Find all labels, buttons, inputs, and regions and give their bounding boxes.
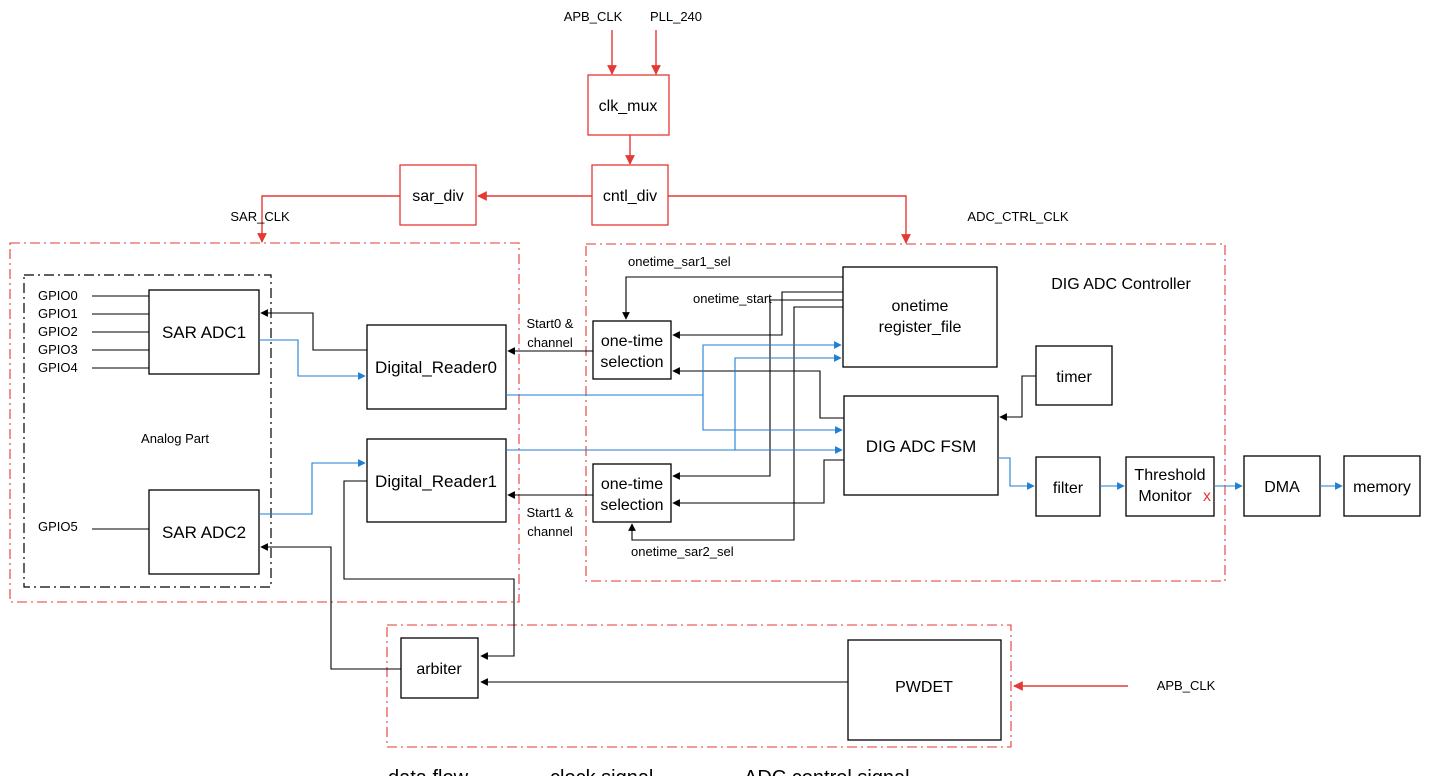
- gpio3-label: GPIO3: [38, 342, 78, 357]
- sar2-sel-wire: [628, 306, 843, 541]
- register-file-line2: register_file: [879, 319, 962, 336]
- adc1-data-to-reader0: [259, 339, 366, 380]
- reader1-data-to-regfile: [506, 354, 842, 451]
- controller-region-frame: [585, 243, 1226, 582]
- sar-adc1-label: SAR ADC1: [162, 323, 246, 342]
- legend-data-flow: data flow: [388, 767, 469, 776]
- digital-reader1-box: [366, 438, 507, 523]
- sar-adc2-label: SAR ADC2: [162, 523, 246, 542]
- analog-part-frame: [23, 274, 272, 588]
- sar-div-box: [399, 164, 477, 226]
- analog-region-frame: [9, 242, 520, 603]
- start1-line2: channel: [527, 524, 573, 539]
- onetime-sel1-box: [592, 320, 672, 380]
- register-file-line1: onetime: [892, 298, 949, 315]
- arbiter-label: arbiter: [416, 661, 462, 678]
- memory-box: [1343, 455, 1421, 517]
- gpio2-label: GPIO2: [38, 324, 78, 339]
- sar-clk-label: SAR_CLK: [230, 209, 290, 224]
- gpio1-label: GPIO1: [38, 306, 78, 321]
- controller-title: DIG ADC Controller: [1051, 276, 1191, 293]
- onetime-sel1-line1: one-time: [601, 333, 663, 350]
- clk-mux-label: clk_mux: [599, 98, 658, 115]
- threshold-line2: Monitor: [1138, 488, 1192, 505]
- threshold-line1: Threshold: [1134, 467, 1205, 484]
- arbiter-box: [400, 637, 479, 699]
- sar1-sel-label: onetime_sar1_sel: [628, 254, 731, 269]
- sar-adc1-box: [148, 289, 260, 375]
- onetime-sel2-line1: one-time: [601, 476, 663, 493]
- filter-label: filter: [1053, 480, 1084, 497]
- reader0-data-to-fsm: [506, 341, 842, 396]
- cntl-div-box: [591, 164, 669, 226]
- sar-adc2-box: [148, 489, 260, 575]
- legend-clock-signal: clock signal: [550, 767, 653, 776]
- cntl-div-label: cntl_div: [603, 188, 657, 205]
- digital-reader1-label: Digital_Reader1: [375, 472, 497, 491]
- filter-box: [1035, 456, 1101, 517]
- apb-clk-top-label: APB_CLK: [564, 9, 623, 24]
- gpio4-label: GPIO4: [38, 360, 78, 375]
- start-to-sel1: [672, 291, 843, 339]
- analog-part-label: Analog Part: [141, 431, 209, 446]
- dma-label: DMA: [1264, 479, 1300, 496]
- gpio0-label: GPIO0: [38, 288, 78, 303]
- onetime-sel2-line2: selection: [600, 497, 663, 514]
- reader0-ctrl-to-adc1: [260, 309, 367, 351]
- dig-adc-fsm-label: DIG ADC FSM: [866, 437, 977, 456]
- sar-clk-wire: [257, 195, 400, 243]
- sar-div-label: sar_div: [412, 188, 464, 205]
- dma-box: [1243, 455, 1321, 517]
- bottom-region-frame: [386, 624, 1012, 748]
- threshold-x-mark: x: [1203, 488, 1211, 505]
- onetime-sel1-line2: selection: [600, 354, 663, 371]
- pwdet-label: PWDET: [895, 679, 953, 696]
- start0-line2: channel: [527, 335, 573, 350]
- gpio5-label: GPIO5: [38, 519, 78, 534]
- pwdet-box: [847, 639, 1002, 741]
- start0-line1: Start0 &: [527, 316, 574, 331]
- timer-to-fsm: [999, 375, 1036, 421]
- timer-box: [1035, 345, 1113, 406]
- start1-line1: Start1 &: [527, 505, 574, 520]
- sar1-sel-wire: [622, 276, 843, 320]
- fsm-to-filter: [998, 457, 1035, 490]
- adc-ctrl-clk-wire: [668, 195, 911, 244]
- reader0-data-to-fsm-b: [702, 395, 843, 434]
- clk-mux-box: [587, 74, 670, 136]
- threshold-box: [1125, 456, 1215, 517]
- arbiter-to-adc2: [260, 543, 401, 670]
- adc-ctrl-clk-label: ADC_CTRL_CLK: [967, 209, 1068, 224]
- start-label: onetime_start: [693, 291, 772, 306]
- dig-adc-fsm-box: [843, 395, 999, 496]
- fsm-to-sel2: [672, 459, 844, 507]
- reader1-to-arbiter: [343, 480, 515, 660]
- onetime-sel2-box: [592, 463, 672, 523]
- adc2-data-to-reader1: [259, 459, 366, 515]
- digital-reader0-label: Digital_Reader0: [375, 358, 497, 377]
- memory-label: memory: [1353, 479, 1411, 496]
- legend-adc-control: ADC control signal: [744, 767, 910, 776]
- sar2-sel-label: onetime_sar2_sel: [631, 544, 734, 559]
- pll-label: PLL_240: [650, 9, 702, 24]
- timer-label: timer: [1056, 369, 1092, 386]
- digital-reader0-box: [366, 324, 507, 410]
- register-file-box: [842, 266, 998, 368]
- fsm-to-sel1: [672, 367, 844, 419]
- apb-clk-right-label: APB_CLK: [1157, 678, 1216, 693]
- start-to-sel2: [672, 299, 843, 480]
